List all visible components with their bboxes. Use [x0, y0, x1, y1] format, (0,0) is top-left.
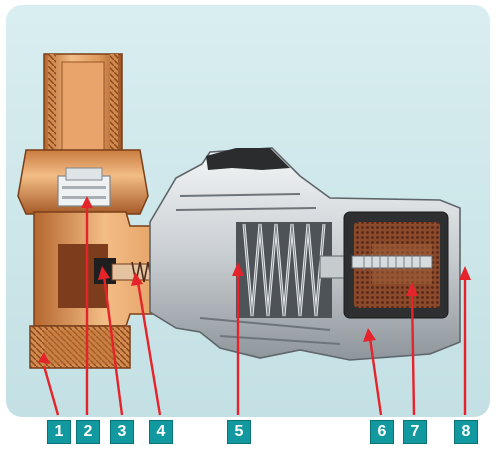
arrow-4: [131, 272, 162, 416]
callout-badge-5: 5: [227, 420, 251, 444]
arrow-7: [406, 282, 418, 416]
callout-arrows: [38, 196, 471, 416]
arrow-6: [363, 328, 383, 416]
arrow-8: [459, 266, 471, 415]
callout-badge-8: 8: [454, 420, 478, 444]
callout-badge-4: 4: [149, 420, 173, 444]
callout-badge-3: 3: [110, 420, 134, 444]
arrow-1: [38, 352, 60, 416]
callout-badge-1: 1: [47, 420, 71, 444]
callout-badge-2: 2: [76, 420, 100, 444]
callout-badge-6: 6: [370, 420, 394, 444]
arrow-2: [81, 196, 93, 415]
arrow-3: [98, 266, 124, 416]
sensor-element: [343, 211, 449, 319]
arrow-5: [232, 262, 244, 415]
valve-insert: [57, 167, 111, 207]
callout-badge-7: 7: [403, 420, 427, 444]
